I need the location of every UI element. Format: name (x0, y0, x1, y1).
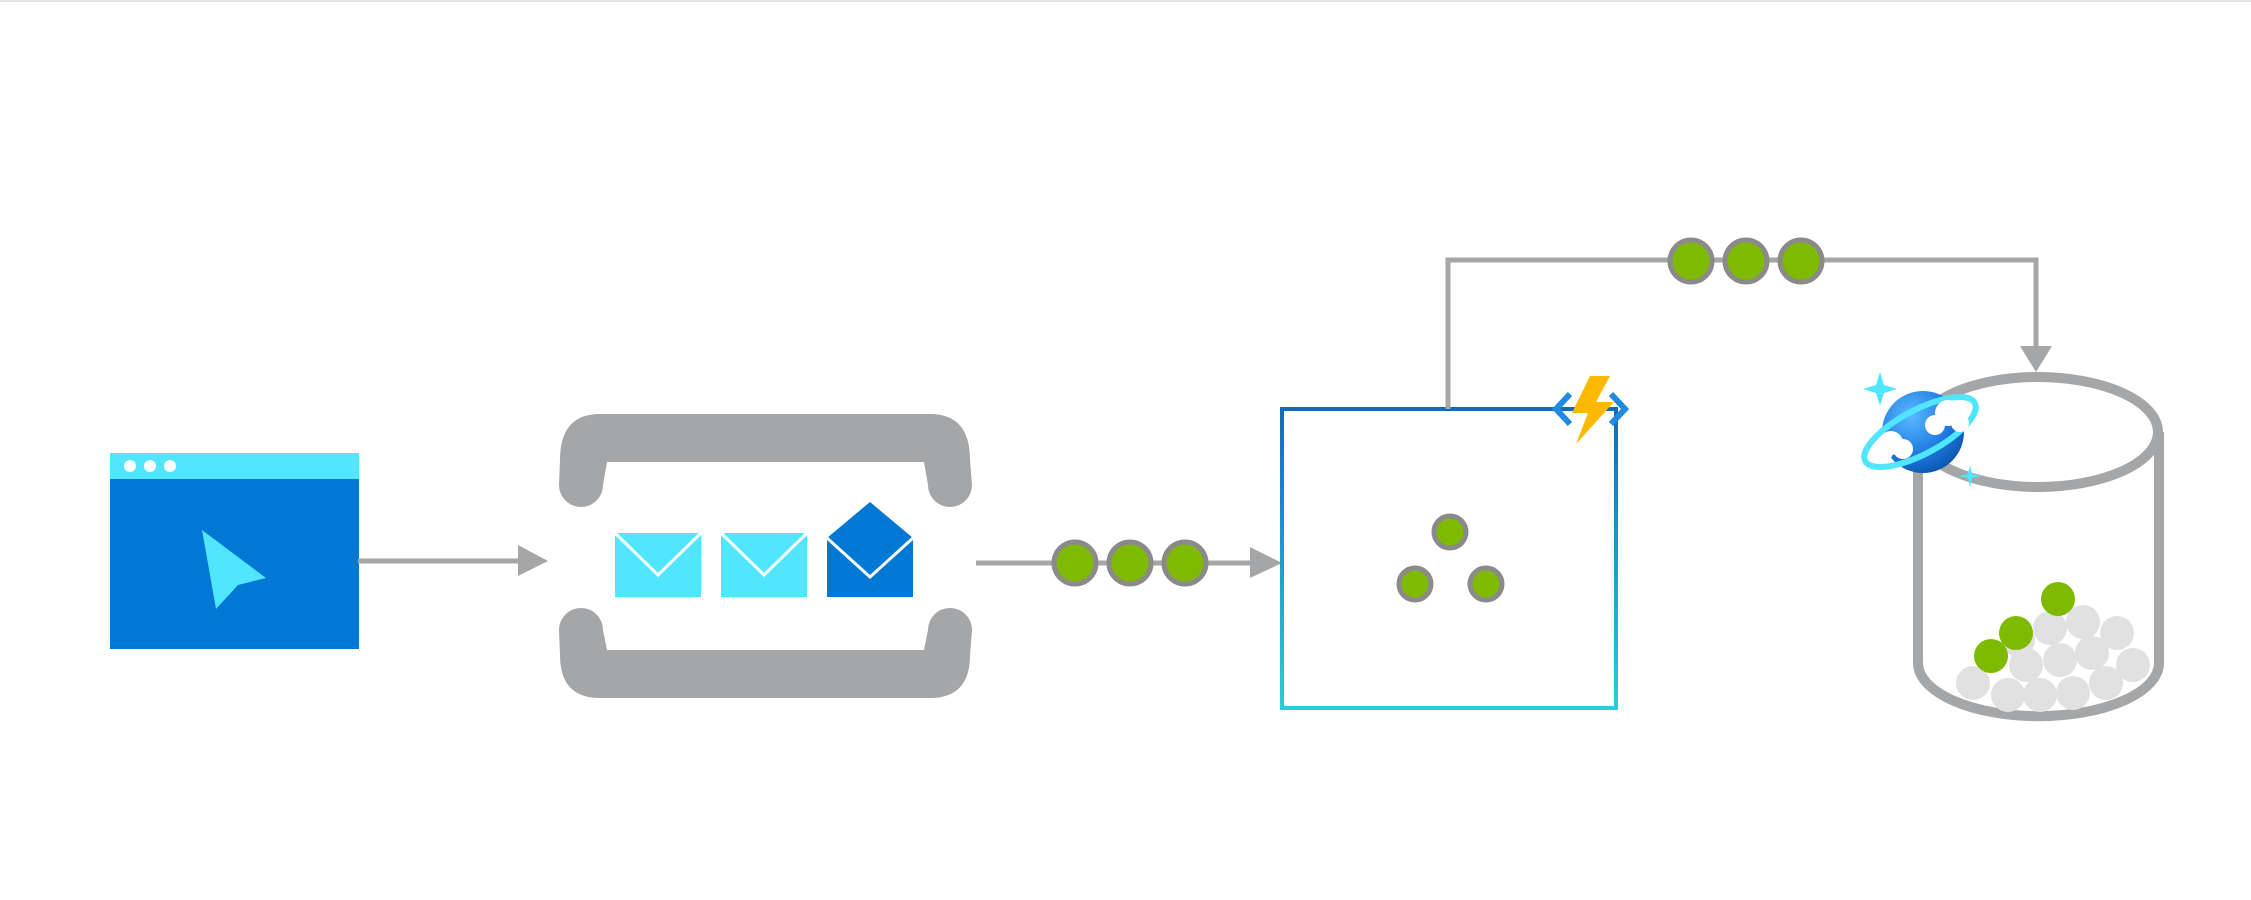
message-dot (1722, 237, 1770, 285)
message-dot (1467, 565, 1505, 603)
stored-item (2056, 676, 2090, 710)
stored-item (1991, 678, 2025, 712)
browser-dot-3 (164, 460, 176, 472)
stored-item (2089, 666, 2123, 700)
stored-item (2100, 616, 2134, 650)
stored-item-new (2041, 582, 2075, 616)
cursor-icon (202, 530, 266, 609)
stored-item (2023, 678, 2057, 712)
queue-bottom-bracket (559, 608, 972, 698)
arrow-webapp-to-queue (358, 545, 548, 576)
arrow-function-to-database (1445, 237, 2052, 409)
message-dot (1667, 237, 1715, 285)
queue-top-bracket (559, 414, 972, 507)
message-queue-node (559, 414, 972, 698)
envelope-icon-2 (719, 531, 809, 597)
stored-item-new (1974, 639, 2008, 673)
message-dot (1396, 565, 1434, 603)
browser-dot-1 (124, 460, 136, 472)
function-node (1280, 376, 1630, 710)
web-app-node (110, 453, 359, 649)
open-envelope-icon (825, 502, 915, 597)
top-border (0, 0, 2251, 2)
database-node (1861, 372, 2164, 722)
stored-item-new (1999, 616, 2033, 650)
message-dot (1106, 539, 1154, 587)
cosmos-db-icon (1861, 372, 1981, 487)
browser-dot-2 (144, 460, 156, 472)
stored-item (2075, 636, 2109, 670)
browser-window (110, 453, 359, 649)
message-dot (1431, 513, 1469, 551)
message-dot (1051, 539, 1099, 587)
stored-item (2043, 643, 2077, 677)
function-lightning-icon (1551, 376, 1630, 444)
envelope-icon-1 (613, 531, 703, 597)
stored-item (2066, 605, 2100, 639)
function-box (1280, 407, 1618, 710)
stored-item (1956, 666, 1990, 700)
message-dot (1161, 539, 1209, 587)
arrow-queue-to-function (976, 539, 1282, 587)
stored-item (2033, 611, 2067, 645)
stored-item (2116, 648, 2150, 682)
message-dot (1777, 237, 1825, 285)
